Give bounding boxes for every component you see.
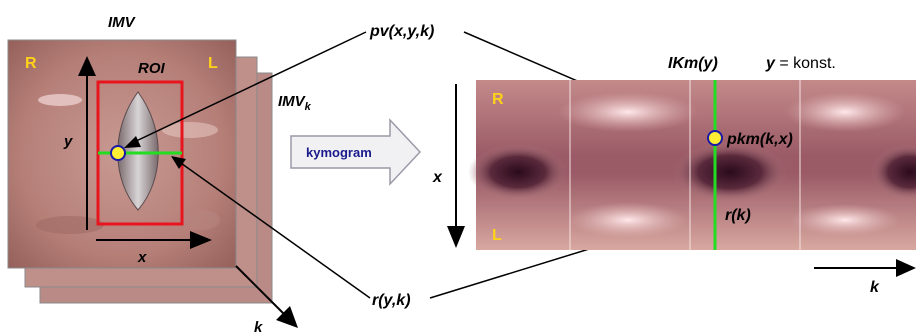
roi-label: ROI: [138, 60, 166, 77]
stack-label: IMVk: [278, 93, 312, 113]
pv-to-left-point-arrowhead: [124, 136, 141, 148]
left-corner-r: R: [25, 55, 37, 72]
kymogram-process-label: kymogram: [306, 145, 372, 160]
glottis: [117, 91, 159, 211]
kymo-x-axis-label: x: [432, 169, 443, 186]
kymo-corner-r: R: [492, 91, 504, 108]
x-axis-label: x: [137, 249, 147, 266]
r-to-left-line: [177, 160, 371, 299]
imv-title: IMV: [108, 14, 137, 31]
condition-label: y = konst.: [765, 55, 836, 72]
pkm-label: pkm(k,x): [726, 131, 793, 148]
depth-axis-line: [235, 265, 285, 315]
ikm-title: IKm(y): [668, 55, 718, 72]
rk-label: r(k): [725, 207, 751, 224]
depth-axis-label: k: [254, 319, 263, 335]
pv-to-left-point-line: [131, 31, 367, 144]
kymo-x-axis-arrowhead: [447, 226, 465, 248]
left-corner-l: L: [208, 55, 218, 72]
kymo-corner-l: L: [492, 227, 502, 244]
r-callout-label: r(y,k): [372, 292, 411, 309]
y-axis-label: y: [63, 133, 73, 150]
kymogram-process-arrow: kymogram: [290, 118, 422, 186]
kymo-k-axis-arrowhead: [896, 259, 916, 277]
depth-axis-arrowhead: [276, 306, 298, 328]
pv-callout-label: pv(x,y,k): [369, 23, 434, 40]
x-axis-arrowhead: [190, 231, 212, 249]
left-sample-point: [110, 145, 126, 161]
kymo-k-axis-label: k: [870, 279, 880, 296]
y-axis-arrowhead: [78, 56, 96, 76]
kymogram-image: [468, 80, 916, 250]
kymo-sample-point: [707, 130, 723, 146]
r-to-left-arrowhead: [171, 156, 186, 169]
